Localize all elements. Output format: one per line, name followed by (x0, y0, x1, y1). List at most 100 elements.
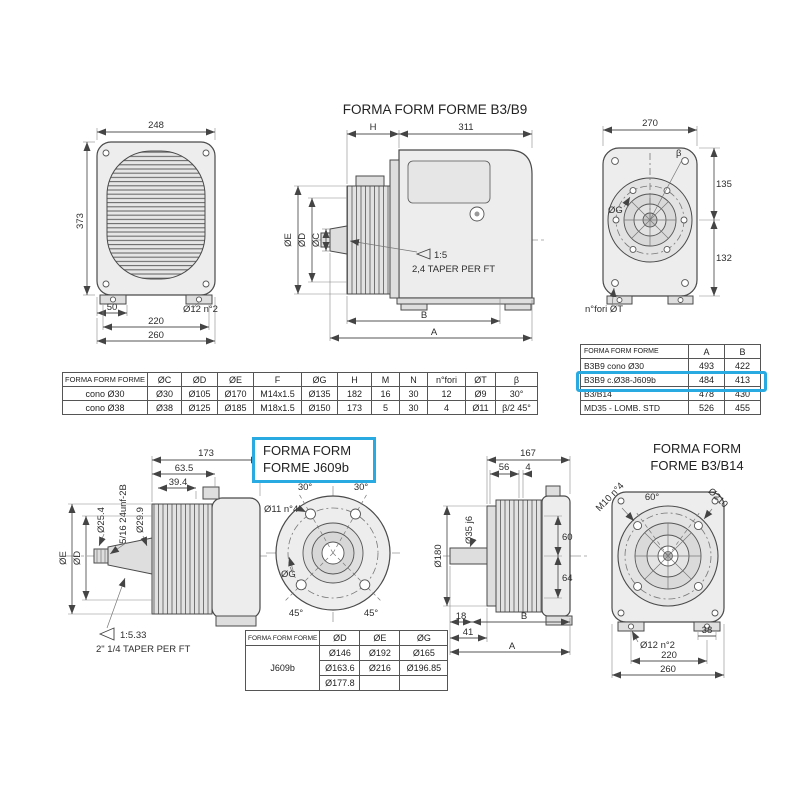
cell: Ø135 (301, 386, 338, 401)
dim-64-label: 64 (562, 573, 573, 584)
dim-260-label: 260 (148, 330, 164, 341)
title-j609b-line2: FORME J609b (263, 459, 349, 475)
col-header-oe: ØE (217, 372, 254, 387)
cell: 30° (495, 386, 538, 401)
cell: cono Ø30 (62, 386, 148, 401)
title-b3b14-line1: FORMA FORM (652, 441, 742, 456)
col-header-od: ØD (319, 630, 361, 646)
cell: 16 (371, 386, 400, 401)
col-header-og: ØG (301, 372, 338, 387)
cell: cono Ø38 (62, 400, 148, 415)
dim-50: 50 (96, 297, 128, 317)
cell: β/2 45° (495, 400, 538, 415)
cell: 455 (724, 400, 761, 415)
col-header-oe: ØE (359, 630, 401, 646)
dim-diaE: ØE (58, 503, 152, 615)
cell: Ø165 (399, 645, 449, 661)
cell: 484 (688, 372, 725, 387)
label-nfori: n°fori ØT (585, 287, 623, 315)
diaG-label: ØG (608, 205, 623, 216)
row-label-j609b: J609b (244, 645, 321, 691)
dim-39-4: 39.4 (158, 477, 197, 499)
dim-50-label: 50 (107, 302, 118, 313)
foot-left (400, 303, 428, 311)
j609b-row-3: Ø177.8 (246, 675, 449, 691)
cell (399, 675, 449, 691)
ab-row-md35: MD35 - LOMB. STD 526 455 (580, 400, 761, 415)
cell: Ø125 (181, 400, 218, 415)
cell: 5 (371, 400, 400, 415)
col-header-m: M (371, 372, 400, 387)
col-header-nfori: n°fori (427, 372, 466, 387)
cell: 12 (427, 386, 466, 401)
ab-table: FORMA FORM FORME A B B3B9 cono Ø30 493 4… (580, 344, 761, 415)
cell: 478 (688, 386, 725, 401)
dim-A: A (329, 253, 533, 342)
dim-270: 270 (602, 118, 698, 146)
taper-note: 1:5 2,4 TAPER PER FT (349, 239, 495, 275)
dim-dia180-label: Ø180 (433, 544, 444, 567)
dim-311: 311 (399, 122, 533, 148)
cell: 30 (399, 386, 428, 401)
view-b3b9-rear: β ØG 270 135 132 n°fori ØT (585, 118, 732, 315)
title-b3b9: FORMA FORM FORME B3/B9 (342, 102, 528, 117)
dim-diaE-label: ØE (58, 551, 69, 565)
dim-H: H (346, 122, 400, 184)
foot-holes-label: Ø12 n°2 (640, 640, 675, 651)
cell: Ø38 (147, 400, 182, 415)
dim-56-4: 56 4 (489, 462, 532, 504)
cell: M14x1.5 (253, 386, 302, 401)
angle-45-right-label: 45° (364, 608, 379, 619)
title-b3b14: FORMA FORM FORME B3/B14 (618, 441, 776, 475)
dim-38-label: 38 (702, 625, 713, 636)
bolt-holes-label: Ø11 n°4 (264, 504, 298, 515)
taper-note-label: 2,4 TAPER PER FT (412, 264, 495, 275)
view-b3b14-side: 167 56 4 60 64 Ø180 Ø35 j6 (433, 448, 588, 656)
b14-flange (486, 505, 497, 607)
diaG-label: ØG (281, 569, 296, 580)
dim-H-label: H (370, 122, 377, 133)
dim-220-label: 220 (661, 650, 677, 661)
col-header-forma: FORMA FORM FORME (62, 372, 148, 387)
angle-45-left-label: 45° (289, 608, 304, 619)
stator-fins (346, 185, 391, 295)
dim-167: 167 (486, 448, 571, 504)
dim-248: 248 (96, 120, 216, 140)
dim-260: 260 (96, 297, 216, 345)
terminal-box (407, 160, 491, 204)
cell: 430 (724, 386, 761, 401)
dim-B: B (346, 296, 501, 325)
col-header-beta: β (495, 372, 538, 387)
dim-63-5-label: 63.5 (175, 463, 194, 474)
foot (215, 615, 257, 627)
cell: Ø11 (465, 400, 496, 415)
cell: Ø185 (217, 400, 254, 415)
spec-row-cono30: cono Ø30 Ø30 Ø105 Ø170 M14x1.5 Ø135 182 … (62, 386, 538, 401)
col-header-f: F (253, 372, 302, 387)
dim-135-132: 135 132 (699, 147, 732, 297)
thread-label: 5/16 24unf-2B (118, 484, 129, 544)
taper-ratio-label: 1:5.33 (120, 630, 146, 641)
spec-row-cono38: cono Ø38 Ø38 Ø125 Ø185 M18x1.5 Ø150 173 … (62, 400, 538, 415)
j609b-header-row: FORMA FORM FORME ØD ØE ØG (244, 630, 449, 646)
dim-diaE: ØE (283, 185, 347, 295)
ab-header-row: FORMA FORM FORME A B (580, 344, 761, 359)
j609b-row-1: J609b Ø146 Ø192 Ø165 (244, 645, 449, 691)
cell: Ø216 (359, 660, 401, 676)
stator-fins (495, 499, 543, 613)
cell: Ø196.85 (399, 660, 449, 676)
taper-note-label: 2" 1/4 TAPER PER FT (96, 644, 191, 655)
spec-table: FORMA FORM FORME ØC ØD ØE F ØG H M N n°f… (62, 372, 538, 415)
dim-diaC: ØC (311, 228, 330, 252)
cell: MD35 - LOMB. STD (580, 400, 689, 415)
cell: Ø146 (319, 645, 361, 661)
j609b-row-2: Ø163.6 Ø216 Ø196.85 (246, 660, 449, 676)
dim-beta: β (649, 148, 683, 221)
label-foot-holes: Ø12 n°2 (183, 301, 218, 315)
col-header-a: A (688, 344, 725, 359)
title-j609b-highlighted: FORMA FORM FORME J609b (252, 437, 376, 483)
cell: B3B9 cono Ø30 (580, 358, 689, 373)
cell: Ø170 (217, 386, 254, 401)
